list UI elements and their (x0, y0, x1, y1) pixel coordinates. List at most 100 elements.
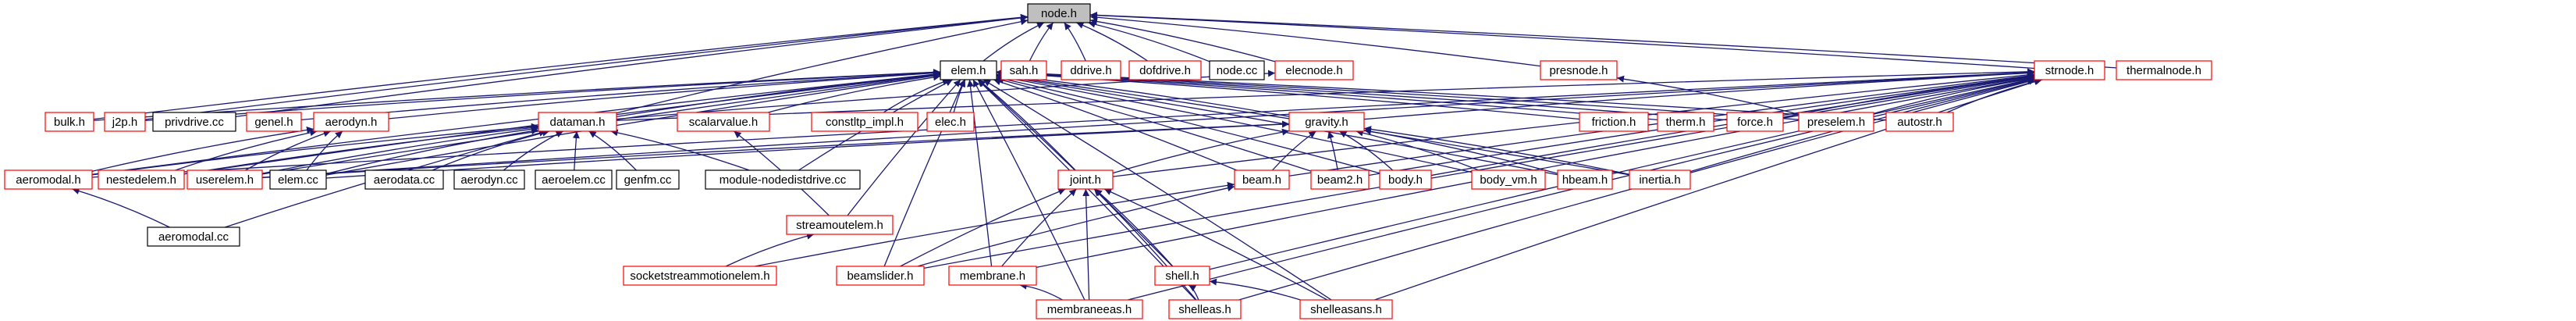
node-body-h[interactable]: body.h (1379, 169, 1432, 190)
node-friction-h[interactable]: friction.h (1579, 112, 1649, 132)
node-shelleas-h[interactable]: shelleas.h (1168, 299, 1242, 319)
node-dataman-h[interactable]: dataman.h (538, 112, 617, 132)
node-aerodyn-h[interactable]: aerodyn.h (313, 112, 389, 132)
node-box (4, 169, 93, 190)
edge-beam2_h-to-gravity_h (1327, 130, 1338, 171)
node-membrane-h[interactable]: membrane.h (948, 266, 1037, 286)
node-label: strnode.h (2045, 64, 2095, 77)
edge-membrane_h-to-joint_h (1001, 188, 1077, 267)
node-box (1128, 60, 1202, 80)
edge-ddrive_h-to-node_h (1064, 22, 1086, 62)
node-inertia-h[interactable]: inertia.h (1629, 169, 1691, 190)
node-box (948, 266, 1037, 286)
edge-elem_cc-to-gravity_h (325, 120, 1290, 179)
edge-sah_h-to-node_h (1029, 22, 1054, 62)
node-aerodata-cc[interactable]: aerodata.cc (364, 169, 444, 190)
node-aeromodal-h[interactable]: aeromodal.h (4, 169, 93, 190)
node-box (940, 60, 997, 80)
node-label: nestedelem.h (106, 173, 176, 187)
node-box (1057, 169, 1114, 190)
node-box (2034, 60, 2105, 80)
edge-preselem_h-to-presnode_h (1616, 75, 1800, 116)
node-nestedelem-h[interactable]: nestedelem.h (98, 169, 185, 190)
node-elem-h[interactable]: elem.h (940, 60, 997, 80)
node-hbeam-h[interactable]: hbeam.h (1557, 169, 1613, 190)
node-ddrive-h[interactable]: ddrive.h (1061, 60, 1121, 80)
node-j2p-h[interactable]: j2p.h (104, 112, 146, 132)
node-label: genel.h (254, 116, 293, 129)
node-bulk-h[interactable]: bulk.h (44, 112, 94, 132)
edge-body_h-to-elem_h (996, 75, 1380, 174)
node-box (623, 266, 777, 286)
node-aeroelem-cc[interactable]: aeroelem.cc (535, 169, 613, 190)
node-streamoutelem-h[interactable]: streamoutelem.h (786, 215, 894, 235)
node-shell-h[interactable]: shell.h (1154, 266, 1210, 286)
edge-node_cc-to-node_h (1088, 20, 1210, 62)
node-membraneeas-h[interactable]: membraneeas.h (1036, 299, 1143, 319)
node-beam-h[interactable]: beam.h (1234, 169, 1290, 190)
node-label: aerodyn.h (325, 116, 378, 129)
node-box (2116, 60, 2212, 80)
edge-membraneeas_h-to-joint_h (1082, 188, 1090, 301)
node-joint-h[interactable]: joint.h (1057, 169, 1114, 190)
node-box (1310, 169, 1370, 190)
node-box (705, 169, 861, 190)
edge-autostr_h-to-elem_h (996, 68, 1887, 121)
edge-aerodyn_cc-to-dataman_h (503, 130, 563, 171)
node-gravity-h[interactable]: gravity.h (1288, 112, 1365, 132)
node-beam2-h[interactable]: beam2.h (1310, 169, 1370, 190)
node-autostr-h[interactable]: autostr.h (1885, 112, 1954, 132)
node-label: preselem.h (1807, 116, 1865, 129)
node-label: hbeam.h (1562, 173, 1608, 187)
node-elem-cc[interactable]: elem.cc (269, 169, 327, 190)
node-aerodyn-cc[interactable]: aerodyn.cc (453, 169, 525, 190)
node-elecnode-h[interactable]: elecnode.h (1274, 60, 1354, 80)
node-box (836, 266, 925, 286)
node-dofdrive-h[interactable]: dofdrive.h (1128, 60, 1202, 80)
node-label: module-nodedistdrive.cc (720, 173, 847, 187)
edge-userelem_h-to-dataman_h (261, 125, 539, 174)
node-strnode-h[interactable]: strnode.h (2034, 60, 2105, 80)
edge-bulk_h-to-node_h (93, 13, 1029, 120)
node-body-vm-h[interactable]: body_vm.h (1471, 169, 1546, 190)
node-userelem-h[interactable]: userelem.h (187, 169, 263, 190)
node-constltp-impl-h[interactable]: constltp_impl.h (811, 112, 918, 132)
node-shelleasans-h[interactable]: shelleasans.h (1299, 299, 1393, 319)
edge-hbeam_h-to-gravity_h (1363, 127, 1558, 174)
node-module-nodedistdrive-cc[interactable]: module-nodedistdrive.cc (705, 169, 861, 190)
edge-socketstreammotionelem_h-to-streamoutelem_h (725, 232, 815, 267)
node-node-h[interactable]: node.h (1027, 3, 1091, 23)
node-socketstreammotionelem-h[interactable]: socketstreammotionelem.h (623, 266, 777, 286)
node-label: privdrive.cc (165, 116, 224, 129)
edge-elem_cc-to-dataman_h (325, 127, 539, 175)
node-box (1234, 169, 1290, 190)
node-force-h[interactable]: force.h (1726, 112, 1784, 132)
edge-module_nodedistdrive_cc-to-dataman_h (610, 129, 750, 171)
edge-strnode_h-to-node_h (1089, 12, 2035, 70)
node-preselem-h[interactable]: preselem.h (1798, 112, 1874, 132)
node-therm-h[interactable]: therm.h (1657, 112, 1714, 132)
node-privdrive-cc[interactable]: privdrive.cc (152, 112, 236, 132)
node-sah-h[interactable]: sah.h (1000, 60, 1047, 80)
node-node-cc[interactable]: node.cc (1209, 60, 1265, 80)
node-label: elec.h (935, 116, 966, 129)
node-scalarvalue-h[interactable]: scalarvalue.h (677, 112, 770, 132)
node-elec-h[interactable]: elec.h (926, 112, 975, 132)
node-box (786, 215, 894, 235)
node-box (187, 169, 263, 190)
node-label: beam.h (1242, 173, 1281, 187)
node-box (1726, 112, 1784, 132)
node-box (269, 169, 327, 190)
node-thermalnode-h[interactable]: thermalnode.h (2116, 60, 2212, 80)
node-presnode-h[interactable]: presnode.h (1540, 60, 1618, 80)
node-beamslider-h[interactable]: beamslider.h (836, 266, 925, 286)
edge-thermalnode_h-to-node_h (1089, 11, 2117, 69)
node-box (1036, 299, 1143, 319)
node-genel-h[interactable]: genel.h (246, 112, 302, 132)
node-box (246, 112, 302, 132)
node-label: shell.h (1165, 269, 1199, 283)
node-aeromodal-cc[interactable]: aeromodal.cc (147, 226, 240, 247)
node-label: scalarvalue.h (689, 116, 758, 129)
node-genfm-cc[interactable]: genfm.cc (616, 169, 680, 190)
